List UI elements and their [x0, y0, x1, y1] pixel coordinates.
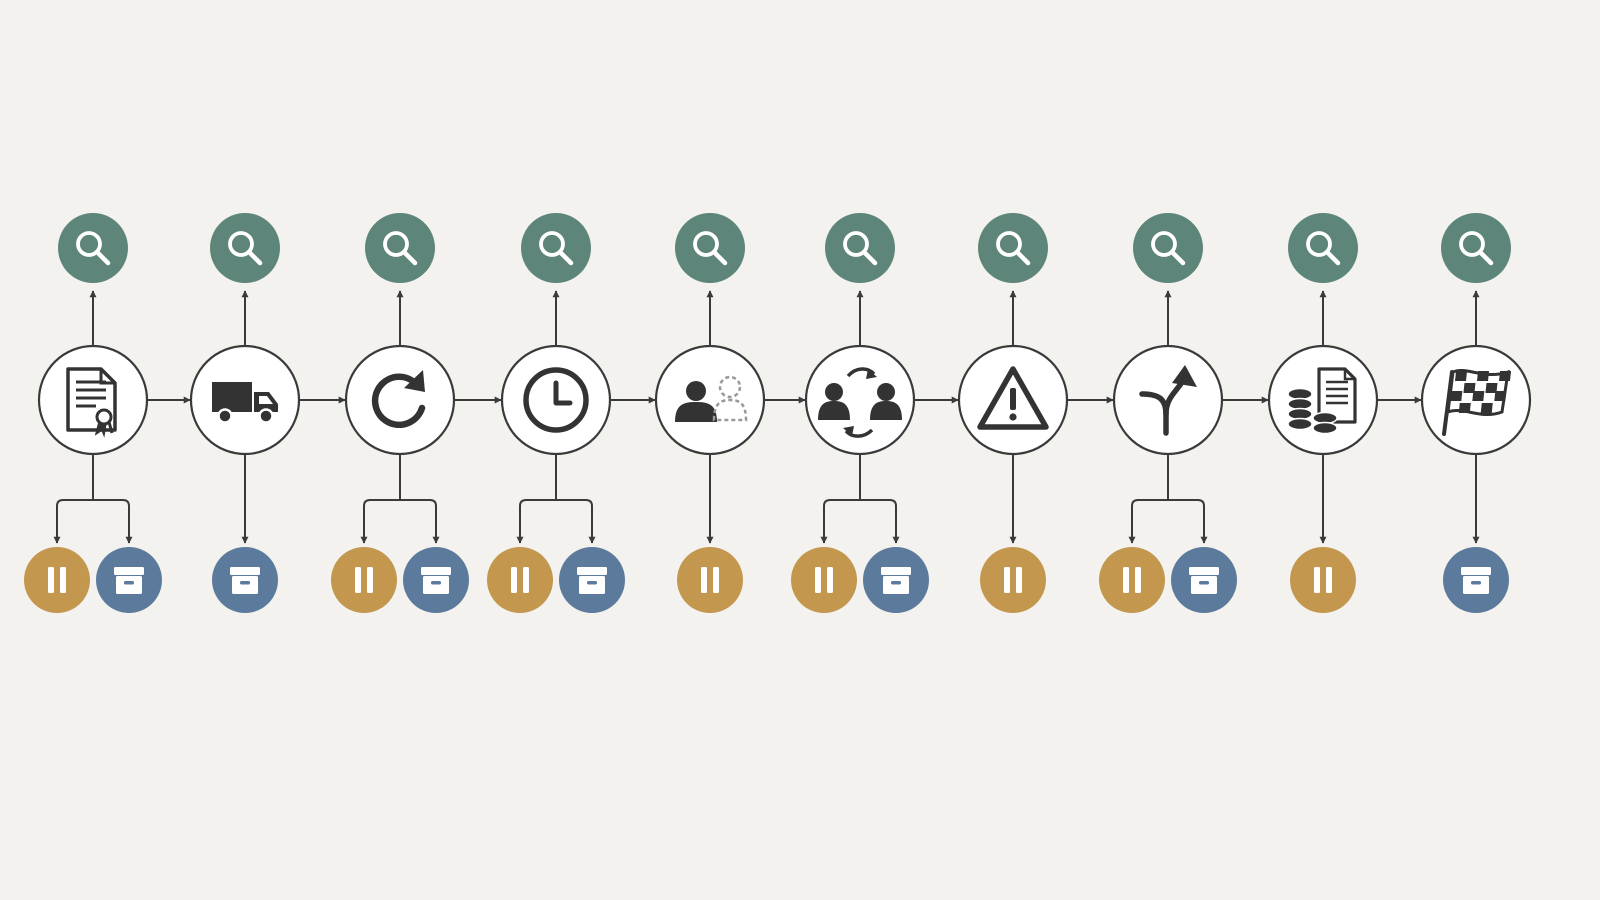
inspect-badge[interactable] — [58, 213, 128, 283]
archive-arrow — [1168, 499, 1208, 544]
search-icon — [539, 231, 574, 266]
search-icon — [383, 231, 418, 266]
stage-node-handoff[interactable] — [804, 344, 916, 456]
pause-badge[interactable] — [791, 547, 857, 613]
stage-node-assign[interactable] — [654, 344, 766, 456]
pause-arrow — [516, 499, 556, 544]
archive-arrow — [860, 499, 900, 544]
inspect-badge[interactable] — [978, 213, 1048, 283]
archive-arrow — [93, 499, 133, 544]
inspect-badge[interactable] — [825, 213, 895, 283]
pause-badge[interactable] — [1290, 547, 1356, 613]
inspect-badge[interactable] — [365, 213, 435, 283]
stage-node-warning[interactable] — [957, 344, 1069, 456]
archive-box-icon — [1189, 567, 1219, 594]
refresh-icon — [371, 370, 426, 429]
stage-node-retry[interactable] — [344, 344, 456, 456]
pause-arrow — [1128, 499, 1168, 544]
pause-icon — [701, 567, 719, 593]
warning-icon — [977, 366, 1049, 430]
inspect-badge[interactable] — [210, 213, 280, 283]
search-icon — [1151, 231, 1186, 266]
pause-badge[interactable] — [1099, 547, 1165, 613]
archive-box-icon — [114, 567, 144, 594]
stage-node-billing[interactable] — [1267, 344, 1379, 456]
pause-arrow — [53, 499, 93, 544]
search-icon — [996, 231, 1031, 266]
pause-icon — [1123, 567, 1141, 593]
stage-nodes — [24, 213, 1532, 613]
archive-box-icon — [577, 567, 607, 594]
pause-icon — [1314, 567, 1332, 593]
archive-badge[interactable] — [96, 547, 162, 613]
stage-node-wait[interactable] — [500, 344, 612, 456]
coins-document-icon — [1287, 367, 1357, 435]
pause-icon — [511, 567, 529, 593]
archive-box-icon — [881, 567, 911, 594]
search-icon — [1459, 231, 1494, 266]
archive-badge[interactable] — [1443, 547, 1509, 613]
pause-icon — [1004, 567, 1022, 593]
pause-badge[interactable] — [487, 547, 553, 613]
inspect-badge[interactable] — [1441, 213, 1511, 283]
pause-badge[interactable] — [677, 547, 743, 613]
inspect-badge[interactable] — [1133, 213, 1203, 283]
inspect-badge[interactable] — [521, 213, 591, 283]
pause-arrow — [360, 499, 400, 544]
stage-node-shipping[interactable] — [189, 344, 301, 456]
search-icon — [843, 231, 878, 266]
branch-arrow-icon — [1139, 365, 1197, 436]
archive-box-icon — [421, 567, 451, 594]
pause-icon — [815, 567, 833, 593]
search-icon — [1306, 231, 1341, 266]
archive-box-icon — [230, 567, 260, 594]
pause-badge[interactable] — [980, 547, 1046, 613]
stage-node-branch[interactable] — [1112, 344, 1224, 456]
search-icon — [693, 231, 728, 266]
user-placeholder-icon — [675, 375, 748, 422]
inspect-badge[interactable] — [675, 213, 745, 283]
inspect-badge[interactable] — [1288, 213, 1358, 283]
flow-connectors — [53, 290, 1480, 544]
archive-badge[interactable] — [212, 547, 278, 613]
user-exchange-icon — [818, 367, 902, 438]
archive-box-icon — [1461, 567, 1491, 594]
stage-node-certificate[interactable] — [37, 344, 149, 456]
pause-badge[interactable] — [331, 547, 397, 613]
certificate-document-icon — [66, 367, 117, 438]
stage-node-finish[interactable] — [1420, 344, 1532, 456]
pause-badge[interactable] — [24, 547, 90, 613]
search-icon — [76, 231, 111, 266]
archive-badge[interactable] — [403, 547, 469, 613]
pause-icon — [48, 567, 66, 593]
archive-badge[interactable] — [1171, 547, 1237, 613]
archive-arrow — [400, 499, 440, 544]
pause-icon — [355, 567, 373, 593]
archive-badge[interactable] — [559, 547, 625, 613]
archive-badge[interactable] — [863, 547, 929, 613]
pause-arrow — [820, 499, 860, 544]
archive-arrow — [556, 499, 596, 544]
clock-icon — [523, 367, 589, 433]
checkered-flag-icon — [1442, 369, 1512, 436]
search-icon — [228, 231, 263, 266]
delivery-truck-icon — [212, 382, 278, 424]
